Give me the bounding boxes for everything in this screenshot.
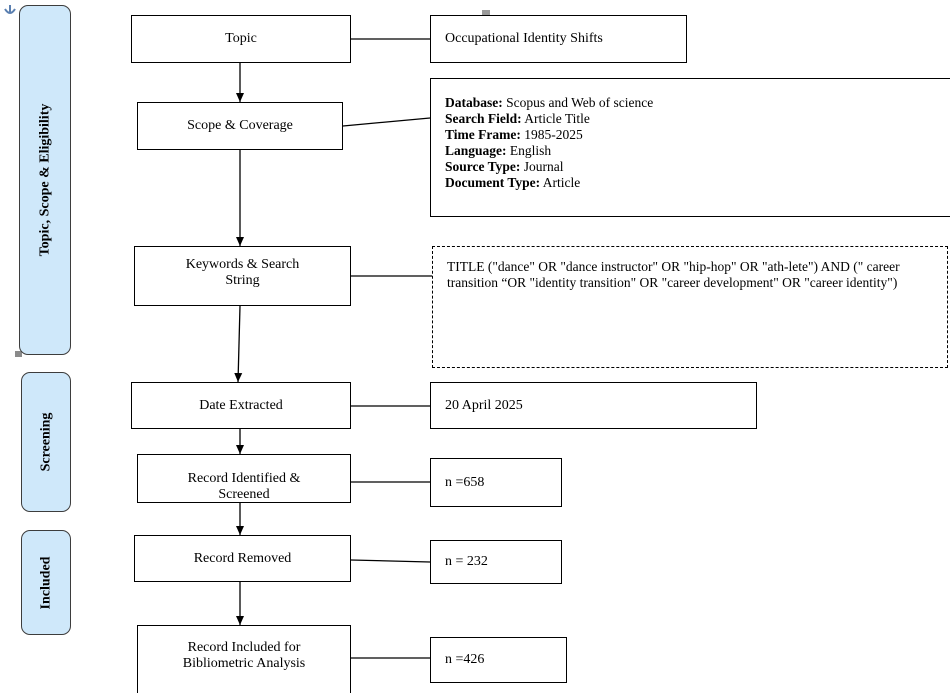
phase-included-label: Included	[38, 556, 54, 609]
top-handle-mark	[482, 10, 490, 15]
step-scope-coverage-label: Scope & Coverage	[187, 118, 293, 133]
detail-date-text: 20 April 2025	[445, 397, 523, 413]
step-keywords: Keywords & Search String	[134, 246, 351, 306]
step-record-included: Record Included for Bibliometric Analysi…	[137, 625, 351, 693]
criteria-source-type: Source Type: Journal	[445, 159, 564, 174]
step-record-identified-label: Record Identified & Screened	[187, 471, 301, 502]
resize-handle-mark	[15, 351, 22, 357]
phase-screening: Screening	[21, 372, 71, 512]
step-keywords-label: Keywords & Search String	[185, 257, 300, 288]
phase-included: Included	[21, 530, 71, 635]
criteria-database: Database: Scopus and Web of science	[445, 95, 654, 110]
included-count-text: n =426	[445, 652, 485, 667]
identified-count-text: n =658	[445, 474, 485, 490]
search-string-text: TITLE ("dance" OR "dance instructor" OR …	[447, 259, 900, 290]
step-scope-coverage: Scope & Coverage	[137, 102, 343, 150]
step-record-removed-label: Record Removed	[193, 550, 292, 566]
step-topic-label: Topic	[225, 31, 257, 46]
detail-scope-criteria: Database: Scopus and Web of science Sear…	[430, 78, 950, 217]
criteria-search-field: Search Field: Article Title	[445, 111, 590, 126]
criteria-language: Language: English	[445, 143, 552, 158]
step-topic: Topic	[131, 15, 351, 63]
criteria-time-frame: Time Frame: 1985-2025	[445, 127, 583, 142]
detail-topic: Occupational Identity Shifts	[430, 15, 687, 63]
link-removed	[350, 559, 431, 563]
step-record-included-label: Record Included for Bibliometric Analysi…	[182, 640, 306, 671]
detail-removed-count: n = 232	[430, 540, 562, 584]
link-scope	[342, 117, 431, 127]
step-date-extracted: Date Extracted	[131, 382, 351, 429]
step-date-extracted-label: Date Extracted	[199, 397, 283, 413]
phase-screening-label: Screening	[38, 412, 54, 472]
arrow-keywords-to-date	[234, 305, 243, 383]
detail-topic-text: Occupational Identity Shifts	[445, 31, 603, 46]
phase-topic-scope-eligibility-label: Topic, Scope & Eligibility	[37, 103, 53, 257]
step-record-identified: Record Identified & Screened	[137, 454, 351, 503]
detail-search-string: TITLE ("dance" OR "dance instructor" OR …	[432, 246, 948, 368]
detail-identified-count: n =658	[430, 458, 562, 507]
anchor-mark	[4, 5, 16, 14]
detail-date: 20 April 2025	[430, 382, 757, 429]
step-record-removed: Record Removed	[134, 535, 351, 582]
phase-topic-scope-eligibility: Topic, Scope & Eligibility	[19, 5, 71, 355]
detail-included-count: n =426	[430, 637, 567, 683]
removed-count-text: n = 232	[445, 554, 488, 569]
criteria-document-type: Document Type: Article	[445, 175, 581, 190]
